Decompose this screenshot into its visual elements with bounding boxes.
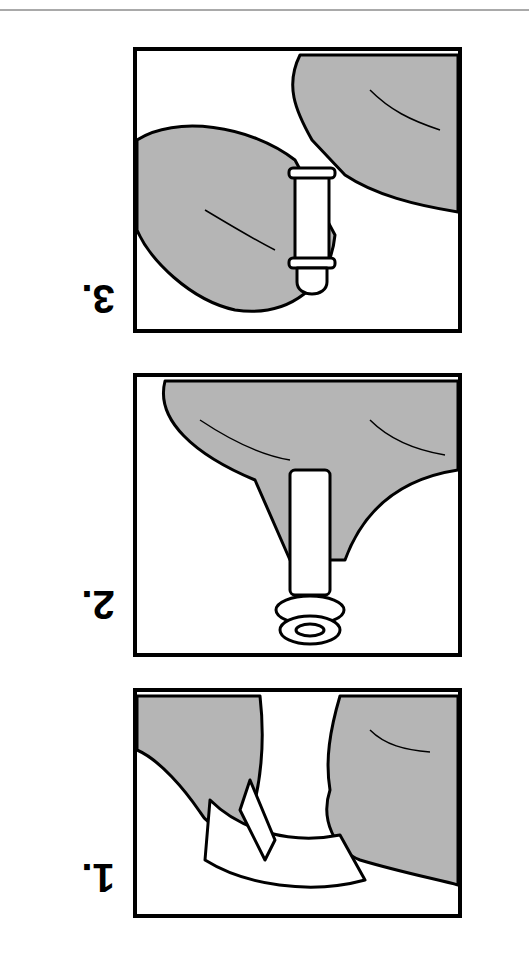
step-number: 2.	[73, 583, 123, 627]
step-panel: 1.	[133, 688, 462, 918]
finger-crease	[370, 730, 430, 752]
finger-crease	[200, 420, 290, 460]
top-rule	[0, 10, 529, 11]
step-number: 3.	[73, 277, 123, 321]
wrapper-strip	[205, 800, 365, 887]
applicator-flange	[280, 616, 340, 644]
step-panel: 3.	[133, 47, 462, 333]
finger-crease	[370, 90, 440, 130]
applicator-tube	[295, 170, 329, 265]
applicator-barrel	[290, 470, 330, 595]
tube-ring	[289, 168, 335, 178]
wrapper-flap	[240, 780, 275, 860]
hands-panel-3	[137, 55, 458, 311]
step-panel: 2.	[133, 373, 462, 657]
hands-panel-2	[163, 381, 458, 644]
tube-tip	[297, 268, 327, 294]
hands-panel-1	[137, 696, 458, 887]
finger-crease	[370, 420, 445, 455]
applicator-opening	[296, 624, 324, 636]
open-hand	[137, 126, 335, 311]
palm-crease	[205, 210, 275, 250]
step-number: 1.	[73, 856, 123, 900]
